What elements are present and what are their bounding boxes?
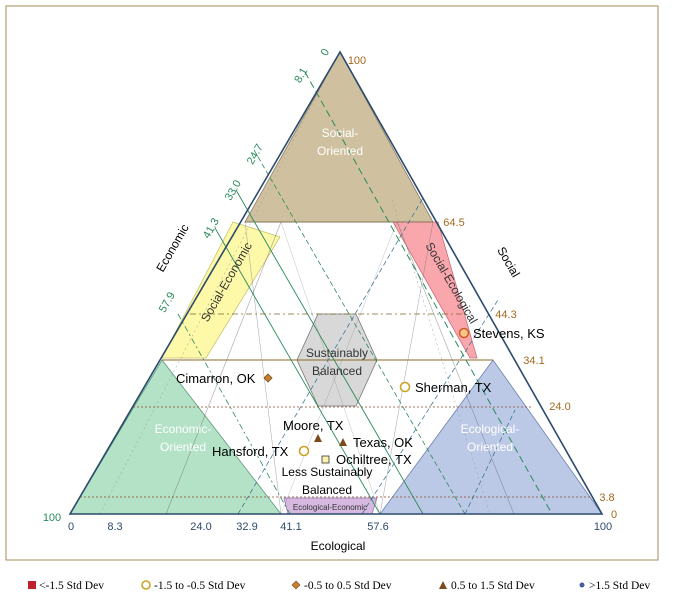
zone-label-sustainably-balanced-2: Balanced [312,364,362,378]
zone-label-economic-oriented-2: Oriented [160,440,206,454]
legend-label: -0.5 to 0.5 Std Dev [304,580,392,592]
point-label: Hansford, TX [212,444,289,459]
legend: <-1.5 Std Dev -1.5 to -0.5 Std Dev -0.5 … [28,580,650,592]
tick-left: 100 [43,512,61,524]
point-label: Ochiltree, TX [336,452,412,467]
point-label: Stevens, KS [473,326,545,341]
zone-label-sustainably-balanced: Sustainably [306,346,368,360]
legend-item: >1.5 Std Dev [579,580,650,592]
tick-bottom: 0 [68,521,74,533]
legend-label: <-1.5 Std Dev [39,580,104,592]
data-point-cimarron[interactable]: Cimarron, OK [176,371,273,386]
legend-item: -0.5 to 0.5 Std Dev [291,580,392,592]
zone-label-less-sustainably-2: Balanced [302,483,352,497]
point-label: Cimarron, OK [176,371,256,386]
point-label: Texas, OK [353,435,413,450]
data-point-texas[interactable]: Texas, OK [339,435,413,450]
legend-item: 0.5 to 1.5 Std Dev [439,580,535,592]
data-point-sherman[interactable]: Sherman, TX [399,380,492,395]
tick-right: 24.0 [549,401,570,413]
tick-left: 0 [319,47,332,58]
tick-bottom: 100 [594,521,612,533]
zone-label-less-sustainably: Less Sustainably [282,465,373,479]
legend-label: 0.5 to 1.5 Std Dev [451,580,535,592]
tick-bottom: 41.1 [280,521,301,533]
zone-label-ecological-oriented: Ecological- [461,422,520,436]
grid-lines [80,69,592,515]
point-label: Sherman, TX [415,380,492,395]
tick-right: 34.1 [523,355,544,367]
data-point-ochiltree[interactable]: Ochiltree, TX [321,452,412,467]
zone-social-economic [161,221,281,359]
zone-label-economic-oriented: Economic- [155,422,212,436]
legend-item: <-1.5 Std Dev [28,580,104,592]
tick-bottom: 8.3 [107,521,122,533]
legend-label: -1.5 to -0.5 Std Dev [154,580,246,592]
tick-right: 0 [611,509,617,521]
tick-bottom: 57.6 [367,521,388,533]
tick-right: 44.3 [495,309,516,321]
axis-title-ecological: Ecological [311,539,366,553]
legend-label: >1.5 Std Dev [589,580,650,592]
zone-label-ecological-economic: Ecological-Economic [293,503,367,512]
data-point-moore[interactable]: Moore, TX [283,418,344,442]
tick-bottom: 32.9 [236,521,257,533]
legend-item: -1.5 to -0.5 Std Dev [141,580,246,592]
triangle-outline [68,50,604,515]
data-point-stevens[interactable]: Stevens, KS [458,326,545,341]
zone-label-ecological-oriented-2: Oriented [467,440,513,454]
data-point-hansford[interactable]: Hansford, TX [212,444,310,459]
tick-right: 3.8 [599,492,614,504]
zone-label-social-oriented-2: Oriented [317,144,363,158]
tick-bottom: 24.0 [190,521,211,533]
point-label: Moore, TX [283,418,344,433]
tick-right: 64.5 [443,217,464,229]
zone-label-social-oriented: Social- [322,126,359,140]
tick-right: 100 [348,55,366,67]
